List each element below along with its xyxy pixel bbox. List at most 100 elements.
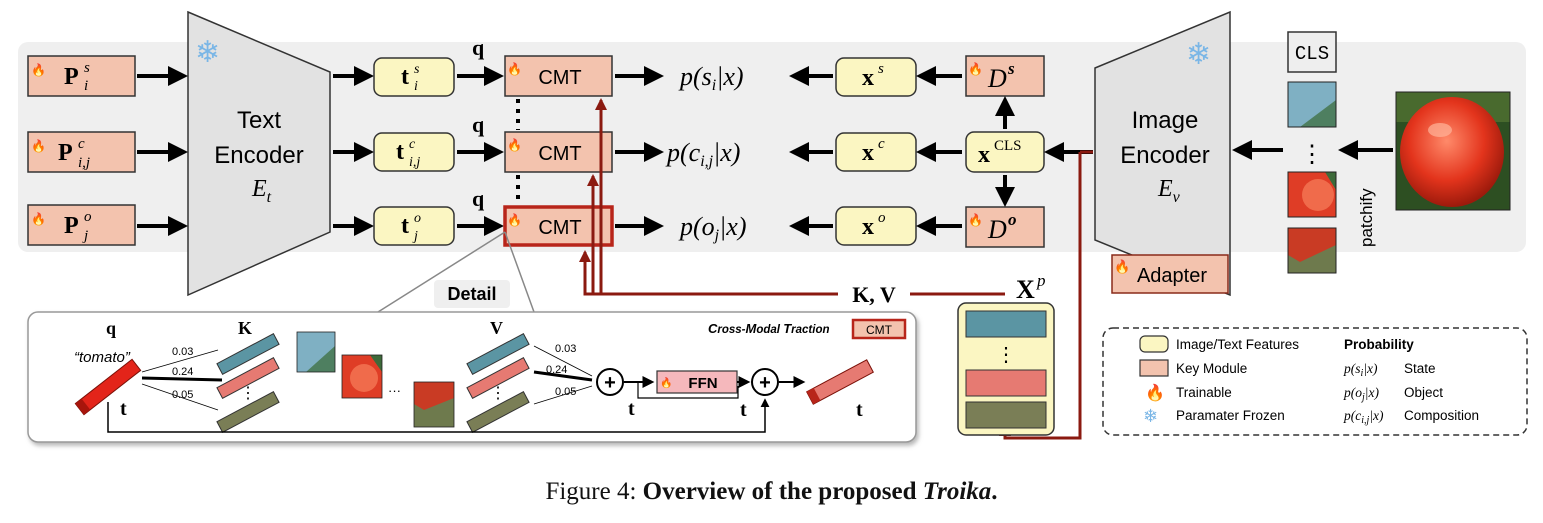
tf-object-sub: j: [412, 229, 418, 244]
legend-feature-swatch: [1139, 335, 1169, 353]
detail-K: K: [238, 318, 252, 338]
legend-key-swatch: [1139, 359, 1169, 377]
v-weight-2: 0.05: [555, 386, 576, 398]
prompt-comp-sub: i,j: [78, 155, 90, 171]
detail-t-right: t: [740, 399, 747, 421]
image-feature-composition: x c: [835, 132, 917, 172]
v-weight-1: 0.24: [546, 364, 567, 376]
flame-icon: 🔥: [31, 139, 46, 153]
cls-token-label: CLS: [1295, 43, 1329, 65]
text-feature-composition: t c i,j: [373, 132, 455, 172]
cmt-to-prob-arrows: [615, 66, 664, 236]
image-encoder-symbol: Ev: [1157, 176, 1181, 206]
patch-3: [1287, 227, 1337, 274]
cmt-comp-label: CMT: [538, 143, 581, 165]
flame-icon: 🔥: [507, 213, 522, 227]
query-bar: [74, 358, 142, 416]
detail-callout-lines: [377, 231, 535, 313]
v-bar-1: [466, 333, 530, 375]
flame-icon: 🔥: [968, 213, 983, 227]
tomato-image: [1395, 91, 1511, 211]
detail-t-mid: t: [628, 398, 635, 420]
tf-object-base: t: [401, 213, 409, 239]
legend-prob-heading: Probability: [1344, 337, 1414, 352]
text-encoder-line1: Text: [237, 107, 281, 134]
detail-panel: Cross-Modal Traction CMT q “tomato” t 0.…: [27, 311, 917, 443]
q-labels: q q q: [472, 35, 485, 211]
image-feature-object: x o: [835, 206, 917, 246]
k-weight-0: 0.03: [172, 346, 193, 358]
xcls-base: x: [978, 142, 990, 168]
decoder-object-base: D: [987, 215, 1007, 244]
svg-text:⋮: ⋮: [996, 344, 1016, 366]
k-weight-2: 0.05: [172, 389, 193, 401]
q-label-object: q: [472, 186, 485, 211]
detail-V: V: [490, 318, 503, 338]
tf-comp-base: t: [396, 139, 404, 165]
ffn-skip-line: [637, 382, 739, 399]
xfeature-to-prob-arrows: [789, 66, 833, 236]
svg-text:P: P: [64, 213, 79, 239]
prompt-object-sup: o: [84, 209, 92, 225]
output-bar: [806, 359, 874, 405]
detail-patch-1: [296, 331, 336, 373]
xp-feature-stack: X p ⋮: [957, 271, 1055, 436]
snowflake-icon: ❄: [1186, 38, 1211, 71]
image-encoder-line1: Image: [1132, 107, 1199, 134]
if-state-base: x: [862, 65, 874, 91]
cmt-state: 🔥 CMT: [504, 55, 613, 97]
adapter-module: 🔥 Adapter: [1111, 254, 1229, 294]
if-object-base: x: [862, 214, 874, 240]
text-encoder: ❄ Text Encoder Et: [187, 10, 331, 297]
detail-t-left: t: [120, 398, 127, 420]
k-bar-2: [216, 357, 280, 399]
caption-bold: Overview of the proposed: [642, 478, 923, 505]
q-label-comp: q: [472, 112, 485, 137]
if-comp-sup: c: [878, 136, 885, 152]
v-bar-2: [466, 357, 530, 399]
plus-symbol-1: +: [604, 372, 616, 394]
k-weight-1: 0.24: [172, 366, 193, 378]
decoder-object-sup: o: [1008, 210, 1017, 229]
prompt-state-sup: s: [84, 60, 90, 76]
q-label-state: q: [472, 35, 485, 60]
if-state-sup: s: [878, 61, 884, 77]
if-comp-base: x: [862, 140, 874, 166]
patch-2: [1287, 171, 1337, 218]
decoders: 🔥 D s 🔥 D o x CLS: [965, 55, 1045, 248]
xcls-box: x CLS: [965, 131, 1045, 173]
encoder-to-feature-arrows: [333, 66, 374, 236]
prompt-object: 🔥 P o j: [27, 204, 136, 246]
prompt-object-sub: j: [82, 228, 88, 244]
patch-1: [1287, 81, 1337, 128]
detail-patch-2: [341, 354, 383, 399]
legend-prob-composition: p(ci,j|x): [1343, 408, 1384, 426]
cls-token: [1287, 31, 1337, 73]
flame-icon: 🔥: [1145, 383, 1165, 402]
detail-label: Detail: [447, 284, 496, 304]
cmt-object: 🔥 CMT: [503, 205, 614, 247]
cmt-state-label: CMT: [538, 67, 581, 89]
detail-patch-3: [413, 381, 455, 428]
image-encoder-line2: Encoder: [1120, 142, 1209, 169]
svg-text:P: P: [58, 140, 73, 166]
text-feature-state: t s i: [373, 57, 455, 97]
svg-text:⋮: ⋮: [490, 385, 506, 402]
k-attention-lines: [141, 349, 223, 411]
legend-prob-object-label: Object: [1404, 385, 1443, 400]
snowflake-icon: ❄: [195, 36, 220, 69]
k-bar-1: [216, 333, 280, 375]
legend-prob-state: p(si|x): [1343, 361, 1378, 379]
svg-text:P: P: [64, 64, 79, 90]
text-encoder-line2: Encoder: [214, 142, 303, 169]
if-object-sup: o: [878, 210, 886, 226]
xcls-sup: CLS: [994, 138, 1022, 154]
residual-line: [107, 398, 770, 433]
tf-object-sup: o: [414, 211, 421, 226]
tf-comp-sup: c: [409, 137, 416, 152]
tf-state-sub: i: [414, 79, 418, 94]
image-feature-state: x s: [835, 57, 917, 97]
prob-object: p(oj|x): [678, 212, 746, 244]
legend-prob-object: p(oj|x): [1343, 385, 1379, 403]
caption-end: .: [991, 478, 998, 505]
